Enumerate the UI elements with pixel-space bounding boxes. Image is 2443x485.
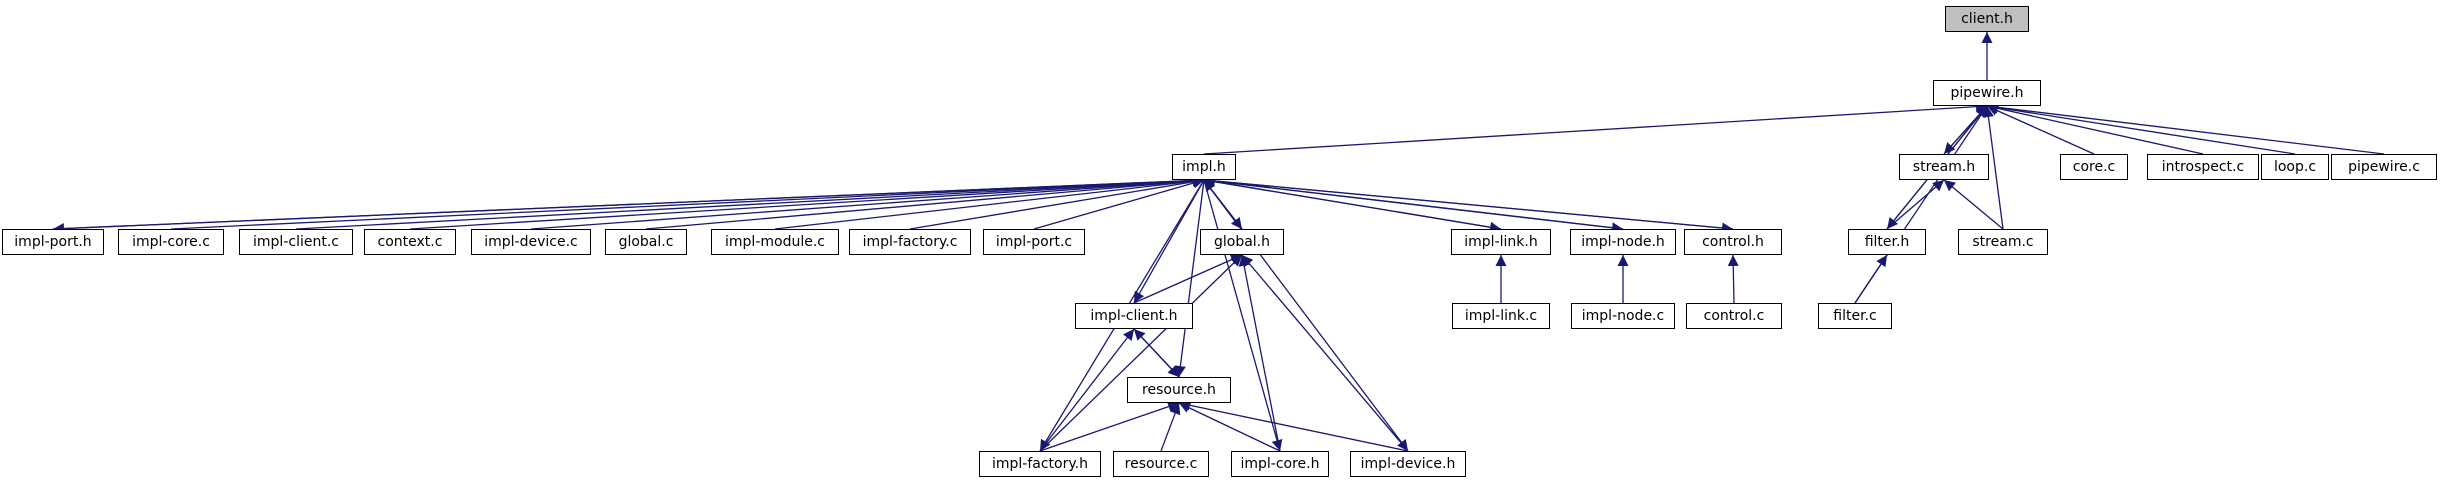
node-impl-port-h[interactable]: impl-port.h [2, 229, 104, 255]
node-impl-port-c[interactable]: impl-port.c [983, 229, 1085, 255]
edge-impl_client_c-to-impl_h [295, 175, 1205, 230]
node-impl-device-h[interactable]: impl-device.h [1350, 451, 1466, 477]
node-resource-h[interactable]: resource.h [1127, 377, 1231, 403]
edge-impl_factory_h-to-global_h [1039, 254, 1243, 452]
node-impl-link-c[interactable]: impl-link.c [1452, 303, 1550, 329]
edge-stream_c-to-stream_h [1943, 179, 2004, 230]
edge-introspect_c-to-pipewire_h [1986, 103, 2204, 155]
node-filter-h[interactable]: filter.h [1848, 229, 1926, 255]
node-impl-core-c[interactable]: impl-core.c [118, 229, 224, 255]
edge-impl_device_h-to-resource_h [1178, 399, 1409, 452]
node-impl-client-h[interactable]: impl-client.h [1075, 303, 1193, 329]
edge-filter_c-to-filter_h [1854, 254, 1888, 304]
edge-impl_factory_h-to-impl_client_h [1039, 328, 1135, 452]
edge-impl_core_h-to-resource_h [1178, 402, 1281, 452]
node-global-c[interactable]: global.c [605, 229, 687, 255]
node-impl-client-c[interactable]: impl-client.c [239, 229, 353, 255]
edge-impl_device_h-to-global_h [1241, 254, 1409, 452]
edge-impl_h-to-impl_device_h [1203, 179, 1409, 452]
edge-impl_client_h-to-resource_h [1133, 328, 1180, 378]
node-impl-node-c[interactable]: impl-node.c [1571, 303, 1675, 329]
edge-impl_h-to-impl_link_h [1203, 179, 1502, 233]
node-context-c[interactable]: context.c [364, 229, 456, 255]
node-pipewire-c[interactable]: pipewire.c [2331, 154, 2437, 180]
node-filter-c[interactable]: filter.c [1818, 303, 1892, 329]
edge-global_c-to-impl_h [645, 175, 1205, 230]
edge-impl_h-to-resource_h [1174, 179, 1205, 378]
node-stream-c[interactable]: stream.c [1958, 229, 2048, 255]
edge-impl_core_h-to-global_h [1238, 254, 1281, 452]
edge-impl_client_h-to-global_h [1133, 254, 1243, 304]
edge-impl_device_c-to-impl_h [530, 175, 1205, 230]
node-stream-h[interactable]: stream.h [1899, 154, 1989, 180]
node-impl-factory-h[interactable]: impl-factory.h [979, 451, 1101, 477]
edge-impl_h-to-impl_core_h [1203, 179, 1283, 452]
edge-pipewire_c-to-pipewire_h [1986, 101, 2385, 155]
edge-impl_factory_h-to-resource_h [1039, 401, 1180, 452]
node-impl-device-c[interactable]: impl-device.c [471, 229, 591, 255]
node-resource-c[interactable]: resource.c [1113, 451, 1209, 477]
edge-impl_h-to-impl_node_h [1203, 179, 1624, 234]
node-introspect-c[interactable]: introspect.c [2147, 154, 2259, 180]
edge-impl_core_c-to-impl_h [170, 175, 1205, 230]
node-core-c[interactable]: core.c [2060, 154, 2128, 180]
edge-context_c-to-impl_h [409, 175, 1205, 230]
edge-control_c-to-control_h [1727, 254, 1739, 304]
edge-impl_h-to-control_h [1203, 179, 1734, 234]
node-impl-factory-c[interactable]: impl-factory.c [849, 229, 971, 255]
node-global-h[interactable]: global.h [1200, 229, 1284, 255]
node-pipewire-h[interactable]: pipewire.h [1933, 80, 2041, 106]
node-impl-node-h[interactable]: impl-node.h [1570, 229, 1676, 255]
node-loop-c[interactable]: loop.c [2261, 154, 2329, 180]
node-impl-module-c[interactable]: impl-module.c [711, 229, 839, 255]
node-client-h: client.h [1945, 6, 2029, 32]
edge-loop_c-to-pipewire_h [1986, 102, 2296, 155]
edge-resource_c-to-resource_h [1160, 402, 1181, 452]
edge-impl_h-to-impl_port_h [52, 179, 1205, 235]
edge-stream_c-to-pipewire_h [1982, 105, 2004, 230]
edge-impl_h-to-pipewire_h [1203, 101, 1988, 155]
node-impl-link-h[interactable]: impl-link.h [1451, 229, 1551, 255]
node-control-h[interactable]: control.h [1684, 229, 1782, 255]
edge-impl_factory_c-to-impl_h [909, 176, 1205, 230]
node-impl-core-h[interactable]: impl-core.h [1231, 451, 1329, 477]
node-control-c[interactable]: control.c [1686, 303, 1782, 329]
edge-impl_module_c-to-impl_h [774, 175, 1205, 230]
edge-impl_port_c-to-impl_h [1033, 177, 1205, 230]
edge-core_c-to-pipewire_h [1986, 105, 2095, 155]
edge-filter_h-to-stream_h [1886, 179, 1945, 230]
node-impl-h[interactable]: impl.h [1172, 154, 1236, 180]
